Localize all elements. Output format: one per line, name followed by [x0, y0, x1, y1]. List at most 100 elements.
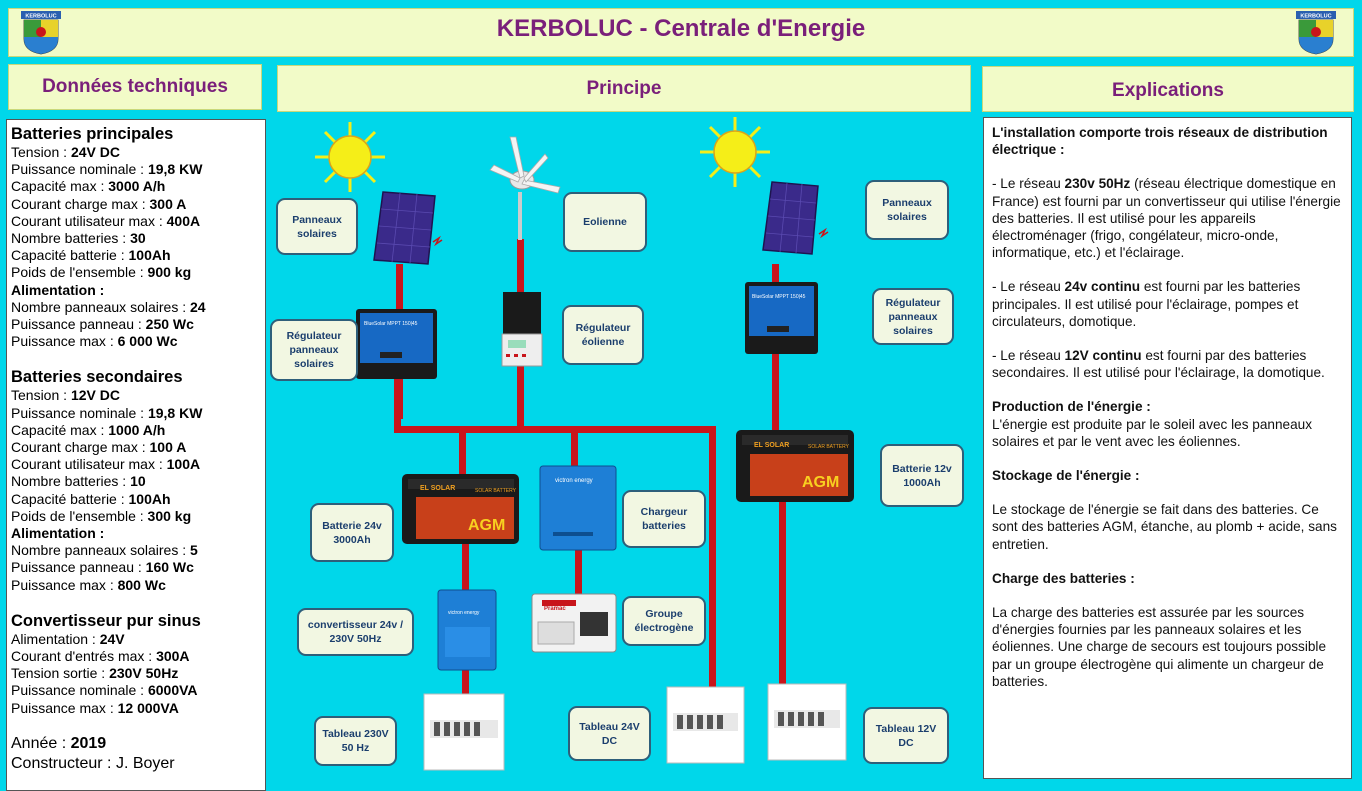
sec-alim-title: Alimentation :: [11, 525, 105, 542]
main-spec-row: Tension : 24V DC: [11, 144, 261, 161]
solar-panel-left: [373, 191, 443, 265]
explanations-panel: L'installation comporte trois réseaux de…: [983, 117, 1352, 779]
main-spec-row: Courant charge max : 300 A: [11, 196, 261, 213]
builder-line: Constructeur : J. Boyer: [11, 754, 175, 772]
sec-spec-row: Courant utilisateur max : 100A: [11, 456, 261, 473]
main-alim-spec-label: Puissance panneau :: [11, 316, 146, 333]
svg-text:SOLAR BATTERY: SOLAR BATTERY: [475, 488, 517, 494]
battery-24v-icon: EL SOLAR SOLAR BATTERY AGM: [402, 474, 519, 544]
sec-spec-label: Capacité max :: [11, 421, 109, 438]
conv-spec-row: Puissance nominale : 6000VA: [11, 682, 261, 699]
label-tableau-12v: Tableau 12V DC: [863, 707, 949, 764]
sec-spec-label: Poids de l'ensemble :: [11, 507, 148, 524]
sec-spec-label: Courant charge max :: [11, 439, 150, 456]
main-spec-label: Puissance nominale :: [11, 161, 148, 178]
sec-spec-value: 100Ah: [128, 490, 171, 507]
mppt-regulator-right: BlueSolar MPPT 150|45: [745, 282, 818, 354]
main-alim-title: Alimentation :: [11, 281, 105, 298]
sec-alim-spec-value: 800 Wc: [117, 576, 166, 593]
conv-spec-row: Alimentation : 24V: [11, 631, 261, 648]
conv-spec-value: 12 000VA: [117, 699, 179, 716]
label-tableau-24v: Tableau 24V DC: [568, 706, 651, 761]
conv-spec-value: 300A: [156, 648, 190, 665]
main-spec-label: Courant charge max :: [11, 195, 150, 212]
svg-text:victron energy: victron energy: [448, 610, 480, 616]
label-panneaux-right: Panneaux solaires: [865, 180, 949, 240]
svg-text:EL SOLAR: EL SOLAR: [420, 485, 455, 492]
conv-spec-label: Alimentation :: [11, 630, 100, 647]
wind-regulator: [501, 292, 543, 367]
generator-icon: Pramac: [531, 593, 617, 653]
main-spec-value: 19,8 KW: [147, 161, 203, 178]
year-line: Année : 2019: [11, 734, 107, 752]
expl-network-24v: - Le réseau 24v continu est fourni par l…: [992, 279, 1301, 329]
main-spec-value: 900 kg: [147, 264, 192, 281]
main-spec-row: Capacité batterie : 100Ah: [11, 247, 261, 264]
sec-alim-spec-value: 160 Wc: [145, 559, 194, 576]
header-bar: KERBOLUC - Centrale d'Energie KERBOLUC K…: [8, 8, 1354, 57]
expl-production: Production de l'énergie :L'énergie est p…: [992, 399, 1312, 449]
sec-alim-spec-row: Puissance max : 800 Wc: [11, 577, 261, 594]
sec-alim-spec-label: Puissance panneau :: [11, 559, 146, 576]
conv-spec-value: 24V: [99, 630, 125, 647]
main-spec-label: Tension :: [11, 144, 71, 160]
sec-spec-label: Puissance nominale :: [11, 404, 148, 421]
sec-alim-spec-value: 5: [190, 542, 198, 559]
label-batterie-12v: Batterie 12v 1000Ah: [880, 444, 964, 507]
label-panneaux-left: Panneaux solaires: [276, 198, 358, 255]
main-alim-spec-label: Nombre panneaux solaires :: [11, 298, 190, 315]
main-spec-label: Capacité batterie :: [11, 247, 129, 264]
label-groupe: Groupe électrogène: [622, 596, 706, 646]
sec-spec-row: Nombre batteries : 10: [11, 473, 261, 490]
svg-text:EL SOLAR: EL SOLAR: [754, 442, 789, 449]
conv-spec-label: Puissance nominale :: [11, 682, 148, 699]
electrical-panel-230v: [423, 693, 505, 771]
main-spec-row: Courant utilisateur max : 400A: [11, 213, 261, 230]
svg-text:KERBOLUC: KERBOLUC: [25, 14, 56, 20]
conv-spec-label: Tension sortie :: [11, 665, 110, 682]
main-alim-spec-value: 250 Wc: [145, 316, 194, 333]
conv-spec-row: Tension sortie : 230V 50Hz: [11, 665, 261, 682]
expl-network-12v: - Le réseau 12V continu est fourni par d…: [992, 348, 1325, 381]
conv-spec-row: Puissance max : 12 000VA: [11, 700, 261, 717]
expl-intro: L'installation comporte trois réseaux de…: [992, 125, 1328, 158]
sec-spec-value: 12V DC: [70, 387, 120, 404]
sec-alim-spec-row: Puissance panneau : 160 Wc: [11, 559, 261, 576]
conv-spec-value: 230V 50Hz: [109, 665, 179, 682]
sun-icon-right: [700, 117, 770, 187]
sec-spec-value: 100A: [166, 456, 201, 473]
sec-spec-row: Puissance nominale : 19,8 KW: [11, 405, 261, 422]
battery-12v-icon: EL SOLAR SOLAR BATTERY AGM: [736, 430, 854, 502]
section-header-explanations: Explications: [982, 66, 1354, 112]
main-alim-spec-label: Puissance max :: [11, 333, 118, 350]
sec-spec-value: 19,8 KW: [147, 404, 203, 421]
wind-turbine-icon: [489, 136, 561, 240]
section-header-principle: Principe: [277, 65, 971, 112]
main-spec-label: Courant utilisateur max :: [11, 212, 167, 229]
sec-spec-row: Tension : 12V DC: [11, 387, 261, 404]
principle-diagram: BlueSolar MPPT 150|45 BlueSolar MPPT 150…: [270, 112, 980, 791]
crest-logo-left: KERBOLUC: [21, 11, 61, 55]
sec-alim-spec-label: Puissance max :: [11, 576, 118, 593]
conv-spec-label: Puissance max :: [11, 699, 118, 716]
label-regulateur-eolienne: Régulateur éolienne: [562, 305, 644, 365]
sec-spec-row: Poids de l'ensemble : 300 kg: [11, 508, 261, 525]
main-alim-spec-row: Puissance panneau : 250 Wc: [11, 316, 261, 333]
crest-logo-right: KERBOLUC: [1296, 11, 1336, 55]
mppt-regulator-left: BlueSolar MPPT 150|45: [356, 309, 437, 379]
main-alim-spec-value: 6 000 Wc: [117, 333, 178, 350]
sec-spec-value: 1000 A/h: [108, 421, 166, 438]
svg-text:Pramac: Pramac: [544, 606, 566, 612]
main-alim-spec-row: Nombre panneaux solaires : 24: [11, 299, 261, 316]
expl-stockage-title: Stockage de l'énergie :: [992, 468, 1140, 484]
main-alim-spec-row: Puissance max : 6 000 Wc: [11, 333, 261, 350]
svg-text:BlueSolar MPPT 150|45: BlueSolar MPPT 150|45: [364, 321, 418, 327]
expl-stockage-text: Le stockage de l'énergie se fait dans de…: [992, 502, 1337, 552]
main-spec-value: 300 A: [149, 195, 187, 212]
page-title: KERBOLUC - Centrale d'Energie: [496, 15, 866, 42]
conv-spec-row: Courant d'entrés max : 300A: [11, 648, 261, 665]
main-spec-label: Capacité max :: [11, 178, 109, 195]
sec-spec-row: Courant charge max : 100 A: [11, 439, 261, 456]
label-convertisseur: convertisseur 24v / 230V 50Hz: [297, 608, 414, 656]
